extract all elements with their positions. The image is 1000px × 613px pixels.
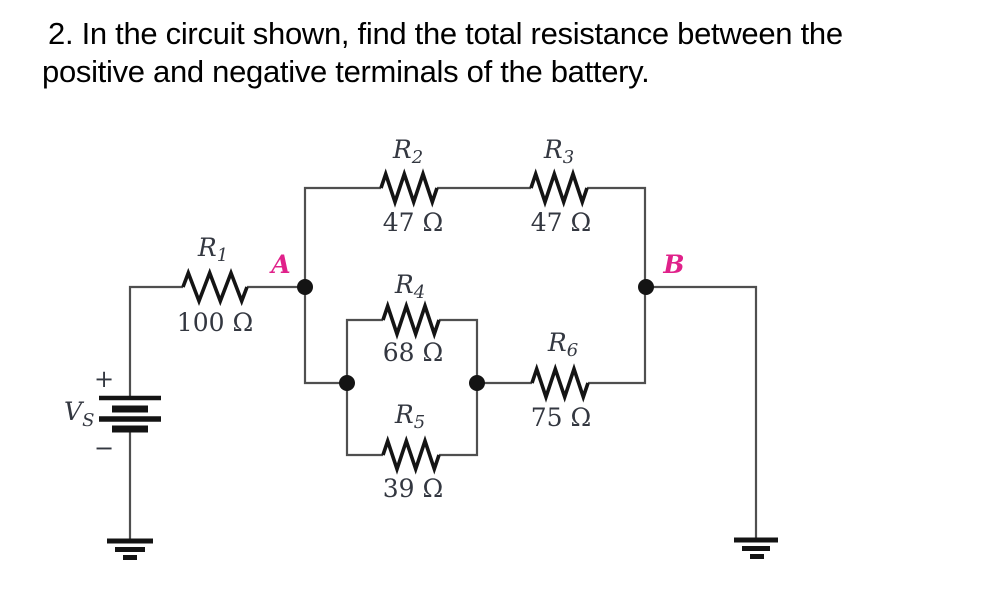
resistor-r1-icon bbox=[181, 267, 249, 307]
wire-r4-to-right-junction bbox=[439, 318, 479, 383]
wire-r3-down-to-node-b bbox=[587, 186, 647, 287]
resistor-r4-value: 68 Ω bbox=[383, 338, 444, 367]
wire-battery-to-r1 bbox=[128, 285, 183, 398]
ground-icons bbox=[107, 537, 778, 560]
wire-junction-down-to-r5 bbox=[345, 383, 383, 457]
component-labels: R1 100 Ω R2 47 Ω R3 47 Ω R4 68 Ω R5 39 Ω… bbox=[64, 135, 591, 503]
resistor-r2-label: R2 bbox=[392, 135, 423, 168]
resistor-r5-label: R5 bbox=[394, 400, 425, 433]
parallel-left-junction-dot bbox=[339, 375, 355, 391]
resistor-r1-value: 100 Ω bbox=[177, 308, 253, 337]
resistor-r3-icon bbox=[529, 168, 589, 208]
resistor-r2-value: 47 Ω bbox=[383, 208, 444, 237]
wire-junction-up-to-r4 bbox=[345, 318, 383, 383]
wires bbox=[128, 186, 758, 541]
resistor-r5-icon bbox=[381, 435, 441, 475]
resistor-r6-label: R6 bbox=[547, 328, 578, 361]
node-a-dot bbox=[297, 279, 313, 295]
problem-text-line-2: positive and negative terminals of the b… bbox=[42, 54, 650, 89]
problem-statement: 2. In the circuit shown, find the total … bbox=[42, 15, 998, 91]
voltage-source-label: VS bbox=[64, 397, 94, 431]
wire-node-a-up-to-r2 bbox=[303, 186, 381, 287]
ground-left-icon bbox=[107, 538, 153, 560]
problem-text-line-1: 2. In the circuit shown, find the total … bbox=[48, 16, 843, 51]
battery-minus-sign: − bbox=[94, 434, 114, 462]
wire-r6-up-to-node-b bbox=[588, 287, 647, 385]
resistor-symbols bbox=[181, 168, 590, 475]
node-a-label: A bbox=[269, 250, 290, 279]
parallel-right-junction-dot bbox=[469, 375, 485, 391]
resistor-r4-icon bbox=[381, 300, 441, 340]
wire-node-a-down-to-junction bbox=[303, 287, 347, 385]
resistor-r1-label: R1 bbox=[197, 233, 228, 266]
resistor-r4-label: R4 bbox=[394, 270, 425, 303]
node-b-label: B bbox=[662, 250, 684, 279]
resistor-r5-value: 39 Ω bbox=[383, 474, 444, 503]
resistor-r3-label: R3 bbox=[543, 135, 574, 168]
resistor-r3-value: 47 Ω bbox=[531, 208, 592, 237]
resistor-r6-icon bbox=[530, 363, 590, 403]
resistor-r6-value: 75 Ω bbox=[531, 403, 592, 432]
battery-plus-sign: + bbox=[94, 365, 114, 393]
resistor-r2-icon bbox=[379, 168, 439, 208]
junction-dots bbox=[297, 279, 654, 391]
node-b-dot bbox=[638, 279, 654, 295]
battery-icon bbox=[99, 395, 161, 433]
wire-r5-to-right-junction bbox=[439, 383, 479, 457]
wire-node-b-to-ground bbox=[645, 285, 758, 540]
ground-right-icon bbox=[734, 537, 778, 559]
